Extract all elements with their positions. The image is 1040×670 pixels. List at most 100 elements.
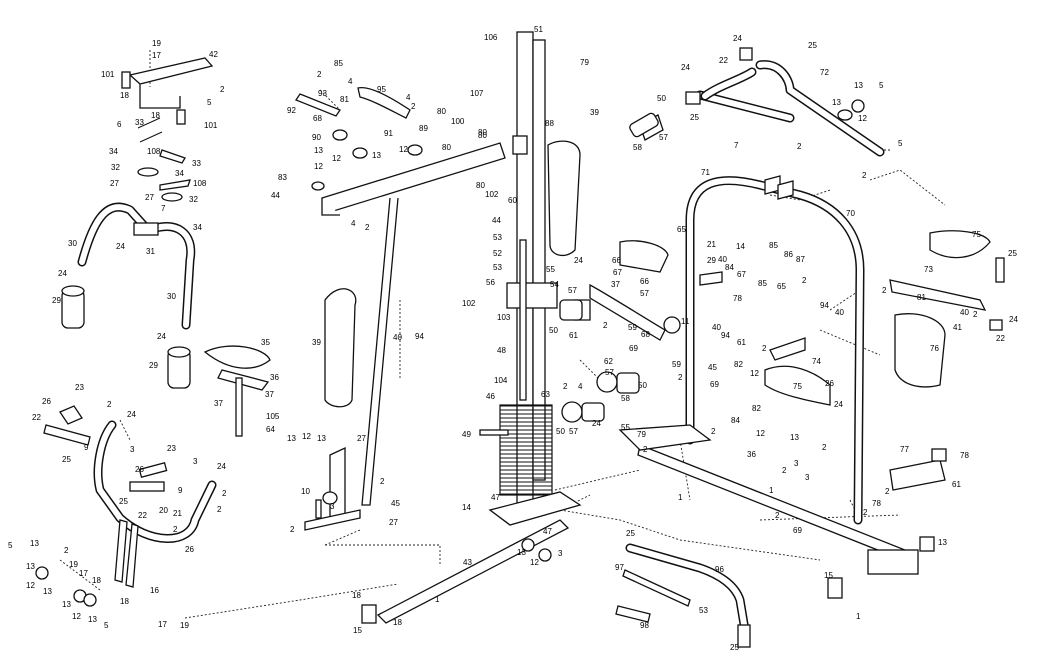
base-frame	[361, 491, 582, 624]
part-callout: 17	[79, 569, 88, 578]
part-callout: 72	[820, 68, 829, 77]
right-base-frame	[618, 424, 947, 599]
left-frame-assembly	[295, 87, 506, 531]
part-callout: 13	[517, 548, 526, 557]
part-callout: 1	[769, 486, 774, 495]
part-callout: 82	[752, 404, 761, 413]
part-callout: 85	[769, 241, 778, 250]
part-callout: 16	[150, 586, 159, 595]
part-callout: 78	[960, 451, 969, 460]
part-callout: 4	[406, 93, 411, 102]
part-callout: 24	[834, 400, 843, 409]
part-callout: 41	[953, 323, 962, 332]
part-callout: 85	[334, 59, 343, 68]
part-callout: 12	[26, 581, 35, 590]
part-callout: 67	[737, 270, 746, 279]
part-callout: 18	[120, 91, 129, 100]
part-callout: 4	[348, 77, 353, 86]
part-callout: 5	[8, 541, 13, 550]
part-callout: 55	[621, 423, 630, 432]
part-callout: 2	[220, 85, 225, 94]
part-callout: 45	[708, 363, 717, 372]
part-callout: 105	[266, 412, 280, 421]
part-callout: 94	[415, 332, 424, 341]
part-callout: 87	[796, 255, 805, 264]
part-callout: 12	[302, 432, 311, 441]
part-callout: 54	[550, 280, 559, 289]
part-callout: 50	[657, 94, 666, 103]
part-callout: 13	[88, 615, 97, 624]
part-callout: 12	[756, 429, 765, 438]
part-callout: 44	[492, 216, 501, 225]
part-callout: 80	[476, 181, 485, 190]
part-callout: 84	[731, 416, 740, 425]
part-callout: 25	[1008, 249, 1017, 258]
part-callout: 17	[152, 51, 161, 60]
part-callout: 101	[204, 121, 218, 130]
part-callout: 61	[569, 331, 578, 340]
part-callout: 68	[313, 114, 322, 123]
part-callout: 22	[138, 511, 147, 520]
part-callout: 15	[353, 626, 362, 635]
part-callout: 94	[721, 331, 730, 340]
part-callout: 73	[924, 265, 933, 274]
leg-extension-assembly	[559, 112, 681, 423]
part-callout: 21	[707, 240, 716, 249]
part-callout: 5	[879, 81, 884, 90]
part-callout: 3	[193, 457, 198, 466]
part-callout: 78	[733, 294, 742, 303]
part-callout: 5	[104, 621, 109, 630]
part-callout: 36	[747, 450, 756, 459]
part-callout: 10	[301, 487, 310, 496]
seat-assembly	[203, 345, 271, 437]
part-callout: 12	[399, 145, 408, 154]
part-callout: 14	[736, 242, 745, 251]
part-callout: 25	[119, 497, 128, 506]
part-callout: 82	[734, 360, 743, 369]
part-callout: 79	[637, 430, 646, 439]
part-callout: 50	[556, 427, 565, 436]
part-callout: 2	[775, 511, 780, 520]
part-callout: 48	[497, 346, 506, 355]
part-callout: 37	[611, 280, 620, 289]
part-callout: 57	[569, 427, 578, 436]
part-callout: 1	[435, 595, 440, 604]
part-callout: 18	[151, 111, 160, 120]
part-callout: 29	[707, 256, 716, 265]
part-callout: 53	[699, 606, 708, 615]
part-callout: 2	[797, 142, 802, 151]
part-callout: 2	[862, 171, 867, 180]
leader-lines	[59, 40, 946, 619]
part-callout: 97	[615, 563, 624, 572]
part-callout: 14	[462, 503, 471, 512]
part-callout: 68	[641, 330, 650, 339]
part-callout: 36	[270, 373, 279, 382]
part-callout: 21	[173, 509, 182, 518]
part-callout: 59	[672, 360, 681, 369]
part-callout: 59	[628, 323, 637, 332]
part-callout: 17	[158, 620, 167, 629]
part-callout: 22	[996, 334, 1005, 343]
part-callout: 13	[938, 538, 947, 547]
part-callout: 63	[541, 390, 550, 399]
part-callout: 40	[712, 323, 721, 332]
part-callout: 22	[719, 56, 728, 65]
part-callout: 78	[872, 499, 881, 508]
part-callout: 71	[701, 168, 710, 177]
part-callout: 80	[478, 128, 487, 137]
leg-developer-assembly	[35, 405, 217, 607]
part-callout: 25	[690, 113, 699, 122]
part-callout: 32	[111, 163, 120, 172]
part-callout: 47	[543, 527, 552, 536]
part-callout: 12	[530, 558, 539, 567]
part-callout: 37	[214, 399, 223, 408]
part-callout: 27	[389, 518, 398, 527]
part-callout: 13	[30, 539, 39, 548]
part-callout: 2	[711, 427, 716, 436]
part-callout: 108	[193, 179, 207, 188]
part-callout: 2	[643, 445, 648, 454]
part-callout: 106	[484, 33, 498, 42]
part-callout: 24	[1009, 315, 1018, 324]
part-callout: 19	[69, 560, 78, 569]
part-callout: 58	[621, 394, 630, 403]
